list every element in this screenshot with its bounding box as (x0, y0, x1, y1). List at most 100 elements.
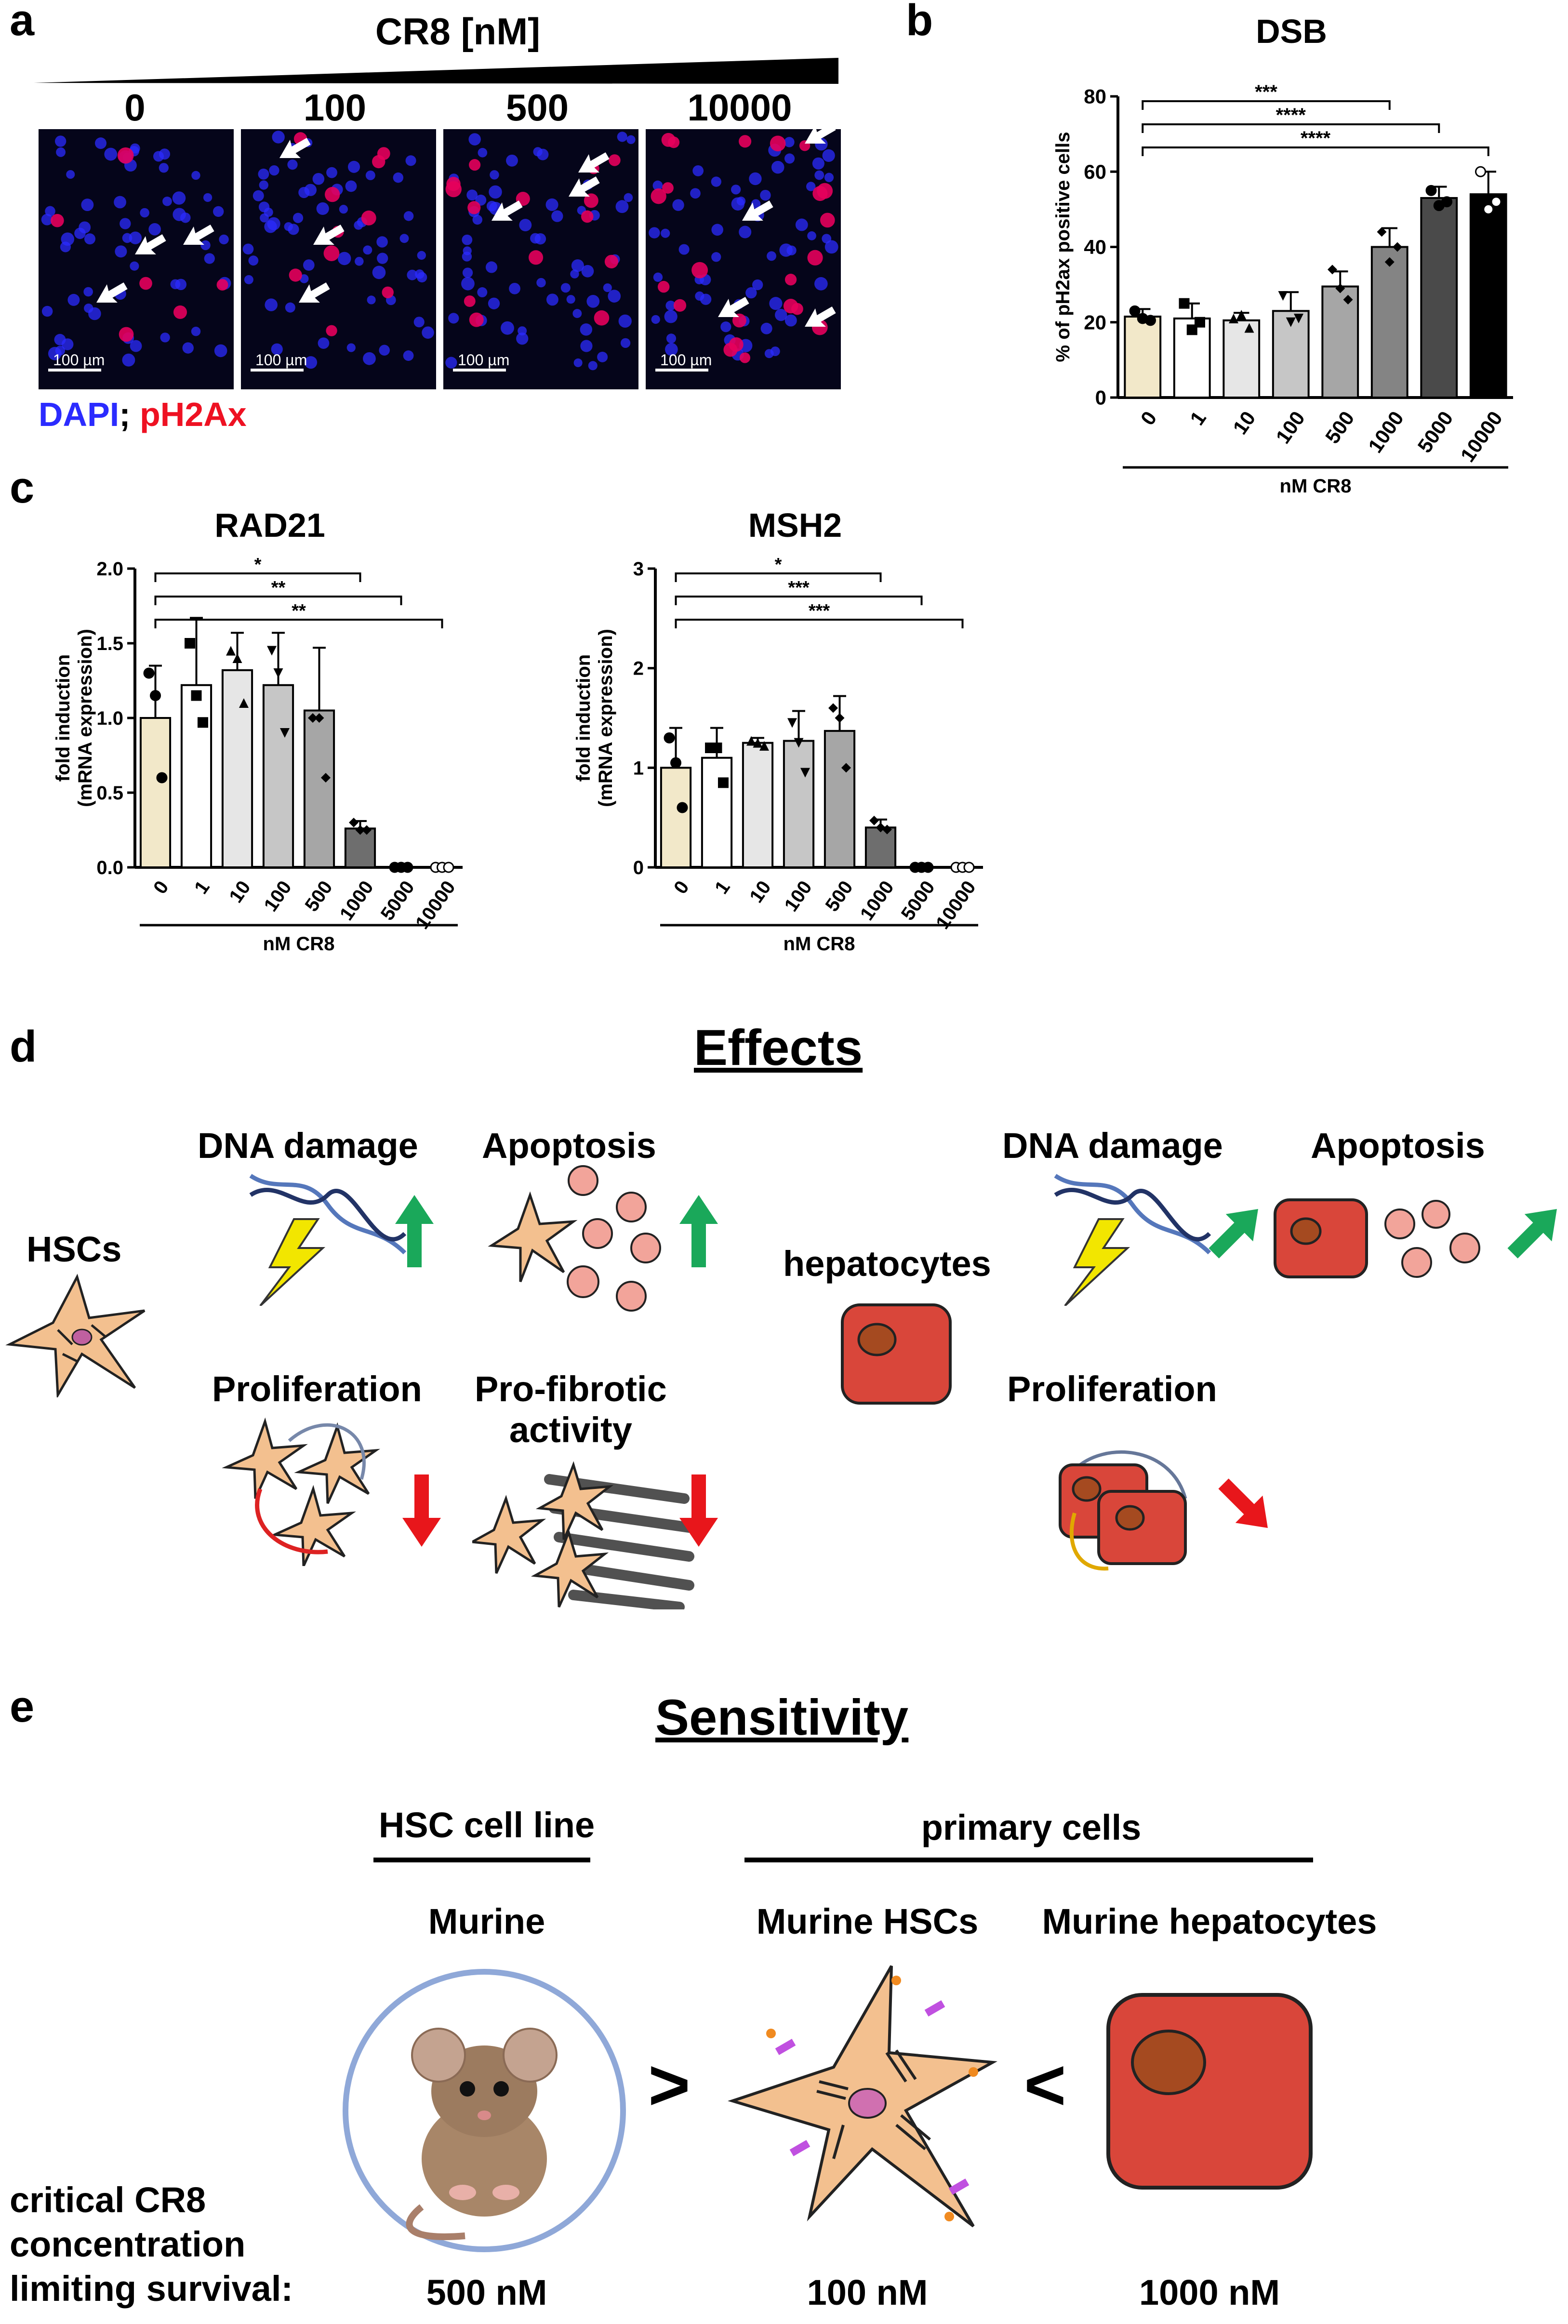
scale-bar-label: 100 µm (660, 351, 712, 369)
data-point (1343, 294, 1353, 305)
dapi-nucleus (485, 261, 498, 273)
data-point (1194, 317, 1205, 328)
dose-wedge (34, 58, 838, 84)
white-arrow-shape (135, 234, 166, 255)
dapi-nucleus (292, 212, 304, 223)
ph2ax-nucleus (173, 305, 187, 319)
white-arrow-shape (279, 138, 311, 159)
dapi-nucleus (61, 338, 74, 350)
micrograph-0: 100 µm (39, 129, 234, 389)
dapi-nucleus (588, 361, 598, 371)
x-tick-label: 100 (1271, 407, 1309, 448)
x-tick-label: 100 (780, 877, 816, 916)
hsc-profibrotic-down-arrow (679, 1474, 718, 1547)
data-point (1335, 283, 1345, 293)
y-tick-label: 0 (633, 857, 644, 878)
dapi-nucleus (363, 245, 372, 255)
dapi-nucleus (355, 257, 364, 266)
dapi-nucleus (303, 259, 315, 271)
data-point (718, 777, 729, 788)
effects-title: Effects (694, 1020, 863, 1076)
dapi-nucleus (191, 327, 201, 336)
dapi-nucleus (173, 208, 186, 221)
x-tick-label: 1000 (856, 877, 898, 924)
dapi-nucleus (264, 207, 273, 217)
bar-10 (221, 669, 253, 868)
dapi-nucleus (271, 343, 283, 355)
y-tick-label: 0.5 (96, 783, 123, 804)
dose-label-10000: 10000 (687, 86, 792, 129)
hep-dna-damage-up-arrow (1209, 1209, 1258, 1259)
dapi-nucleus (129, 231, 142, 244)
hsc-cell-line-bar (373, 1858, 590, 1862)
dapi-nucleus (472, 214, 483, 225)
significance-bracket (154, 596, 402, 605)
dapi-nucleus (824, 240, 838, 254)
chart-title-dsb: DSB (1256, 13, 1327, 50)
bar-1 (180, 684, 213, 868)
dapi-nucleus (203, 193, 213, 202)
data-point (882, 824, 892, 835)
dapi-nucleus (784, 153, 795, 164)
legend-ph2ax: pH2Ax (140, 396, 247, 433)
significance-bracket (1142, 146, 1489, 156)
hsc-profibrotic-label: Pro-fibrotic activity (475, 1368, 667, 1450)
ph2ax-nucleus (668, 136, 680, 148)
bar-100 (262, 684, 294, 868)
dapi-nucleus (617, 132, 627, 142)
apoptosis-icon (488, 1165, 661, 1312)
dapi-nucleus (337, 252, 351, 266)
dapi-nucleus (651, 315, 660, 324)
dapi-nucleus (54, 135, 66, 147)
ph2ax-nucleus (139, 277, 152, 290)
stain-legend: DAPI; pH2Ax (39, 395, 247, 434)
white-arrow-shape (718, 297, 749, 318)
dapi-nucleus (653, 272, 663, 282)
data-point (355, 825, 365, 835)
dapi-nucleus (219, 234, 229, 245)
panel-label-d: d (10, 1022, 37, 1071)
dapi-nucleus (461, 277, 475, 291)
data-point (664, 732, 675, 744)
dapi-nucleus (213, 206, 224, 217)
bar-1000 (344, 827, 376, 869)
data-point (711, 743, 722, 753)
dapi-nucleus (720, 321, 731, 332)
dapi-nucleus (83, 287, 93, 297)
dapi-nucleus (345, 180, 357, 192)
dapi-nucleus (122, 233, 133, 243)
dapi-nucleus (130, 261, 139, 271)
data-point (963, 862, 975, 873)
hsc-dna-damage-label: DNA damage (198, 1126, 418, 1166)
dapi-nucleus (284, 222, 293, 231)
y-tick-label: 3 (633, 558, 644, 580)
dapi-nucleus (159, 163, 169, 173)
y-axis-label: fold induction (573, 654, 594, 782)
x-tick-label: 0 (1136, 407, 1161, 429)
data-point (197, 717, 208, 728)
hep-dna-damage-icon (1054, 1174, 1211, 1306)
y-axis-label: (mRNA expression) (75, 629, 96, 807)
bar-500 (1321, 285, 1359, 398)
x-tick-label: 500 (301, 877, 336, 916)
bar-0 (1124, 316, 1162, 398)
data-point (226, 646, 236, 656)
dapi-nucleus (760, 189, 771, 201)
dapi-nucleus (153, 151, 164, 162)
hsc-cell-line-label: HSC cell line (378, 1805, 595, 1845)
significance-bracket (154, 619, 443, 628)
dose-label-0: 0 (124, 86, 146, 129)
data-point (1475, 166, 1487, 177)
white-arrow-shape (299, 282, 330, 303)
legend-dapi: DAPI (39, 396, 120, 433)
dapi-nucleus (581, 265, 594, 278)
dapi-nucleus (413, 317, 425, 328)
bar-1000 (864, 826, 897, 868)
dapi-nucleus (272, 131, 285, 144)
significance-label: **** (1301, 128, 1331, 149)
hsc-proliferation-icon (222, 1417, 380, 1566)
significance-bracket (675, 596, 923, 605)
dna-damage-icon (249, 1174, 407, 1306)
bar-10 (1223, 319, 1261, 398)
x-tick-label: 10 (745, 877, 775, 907)
